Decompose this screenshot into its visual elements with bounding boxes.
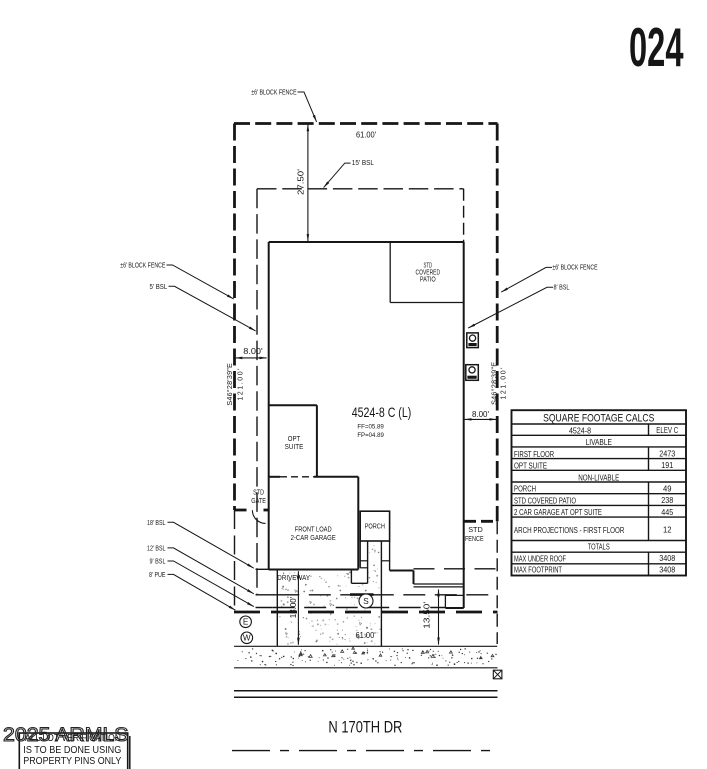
svg-text:FF=05.89: FF=05.89 [357, 424, 384, 431]
svg-text:4524-8: 4524-8 [569, 425, 591, 435]
svg-text:12' BSL: 12' BSL [147, 544, 166, 553]
svg-text:49: 49 [663, 483, 672, 493]
svg-text:2 CAR GARAGE AT OPT SUITE: 2 CAR GARAGE AT OPT SUITE [514, 507, 602, 517]
svg-text:238: 238 [661, 495, 673, 505]
svg-text:191: 191 [661, 460, 673, 470]
svg-text:N 170TH DR: N 170TH DR [328, 719, 402, 737]
svg-text:S46°28'39"E: S46°28'39"E [490, 362, 499, 405]
svg-text:IS TO BE DONE USING: IS TO BE DONE USING [23, 745, 121, 756]
svg-text:4524-8 C (L): 4524-8 C (L) [352, 404, 412, 420]
svg-text:SQUARE FOOTAGE CALCS: SQUARE FOOTAGE CALCS [543, 412, 654, 424]
svg-text:2-CAR GARAGE: 2-CAR GARAGE [291, 533, 336, 542]
svg-text:121.00': 121.00' [237, 369, 244, 401]
svg-text:SUITE: SUITE [285, 442, 304, 451]
svg-text:13.50': 13.50' [423, 601, 432, 629]
svg-text:18' BSL: 18' BSL [147, 518, 166, 527]
svg-text:S: S [363, 597, 369, 606]
svg-text:3408: 3408 [659, 553, 675, 563]
svg-text:8.00': 8.00' [472, 410, 489, 419]
svg-text:FRONT LOAD: FRONT LOAD [295, 525, 332, 534]
svg-text:2025 ARMLS: 2025 ARMLS [3, 725, 129, 746]
svg-text:STD: STD [468, 525, 483, 534]
svg-text:TOTALS: TOTALS [588, 542, 610, 552]
svg-text:PROPERTY PINS ONLY: PROPERTY PINS ONLY [23, 756, 121, 767]
svg-text:ALL LOT VERIFICATION: ALL LOT VERIFICATION [25, 733, 121, 744]
svg-text:8' PUE: 8' PUE [149, 570, 166, 579]
svg-text:12: 12 [663, 525, 672, 535]
svg-text:DRIVEWAY: DRIVEWAY [277, 573, 310, 582]
svg-text:024: 024 [629, 16, 684, 78]
svg-text:MAX FOOTPRINT: MAX FOOTPRINT [514, 565, 562, 575]
svg-text:FENCE: FENCE [465, 534, 484, 543]
svg-text:8' BSL: 8' BSL [554, 283, 570, 292]
svg-text:OPT SUITE: OPT SUITE [514, 460, 547, 470]
svg-text:2473: 2473 [659, 448, 675, 458]
svg-text:61.00': 61.00' [356, 130, 376, 139]
svg-text:ARCH PROJECTIONS - FIRST FLOOR: ARCH PROJECTIONS - FIRST FLOOR [514, 525, 624, 535]
svg-text:STD: STD [424, 261, 433, 270]
svg-text:18.00': 18.00' [288, 596, 298, 618]
svg-text:COVERED: COVERED [416, 268, 441, 277]
svg-text:STD: STD [253, 488, 264, 497]
svg-text:9' BSL: 9' BSL [150, 556, 166, 565]
svg-text:MAX UNDER ROOF: MAX UNDER ROOF [514, 553, 566, 563]
svg-text:W: W [243, 634, 251, 643]
svg-text:E: E [243, 618, 249, 627]
svg-text:ELEV C: ELEV C [656, 425, 678, 435]
svg-text:PORCH: PORCH [514, 484, 536, 494]
svg-text:27.50': 27.50' [297, 168, 306, 195]
svg-text:STD COVERED PATIO: STD COVERED PATIO [514, 495, 576, 505]
svg-text:PATIO: PATIO [420, 275, 436, 284]
svg-text:NON-LIVABLE: NON-LIVABLE [578, 472, 619, 482]
svg-text:LIVABLE: LIVABLE [586, 437, 612, 447]
svg-text:15' BSL: 15' BSL [352, 158, 374, 167]
svg-text:±6' BLOCK FENCE: ±6' BLOCK FENCE [120, 261, 165, 270]
svg-text:GATE: GATE [251, 496, 266, 505]
svg-text:8.00': 8.00' [243, 347, 263, 356]
svg-text:S46°28'39"E: S46°28'39"E [225, 363, 234, 406]
svg-text:±6' BLOCK FENCE: ±6' BLOCK FENCE [251, 87, 297, 96]
svg-text:FP=04.89: FP=04.89 [357, 432, 384, 439]
svg-text:445: 445 [661, 507, 673, 517]
svg-text:PORCH: PORCH [365, 522, 385, 531]
svg-text:OPT: OPT [288, 434, 301, 443]
svg-text:±6' BLOCK FENCE: ±6' BLOCK FENCE [552, 263, 597, 272]
svg-text:3408: 3408 [659, 564, 675, 574]
svg-text:FIRST FLOOR: FIRST FLOOR [514, 449, 554, 459]
svg-text:121.00': 121.00' [501, 368, 508, 400]
svg-text:61.00': 61.00' [356, 631, 377, 640]
svg-text:5' BSL: 5' BSL [150, 282, 168, 291]
